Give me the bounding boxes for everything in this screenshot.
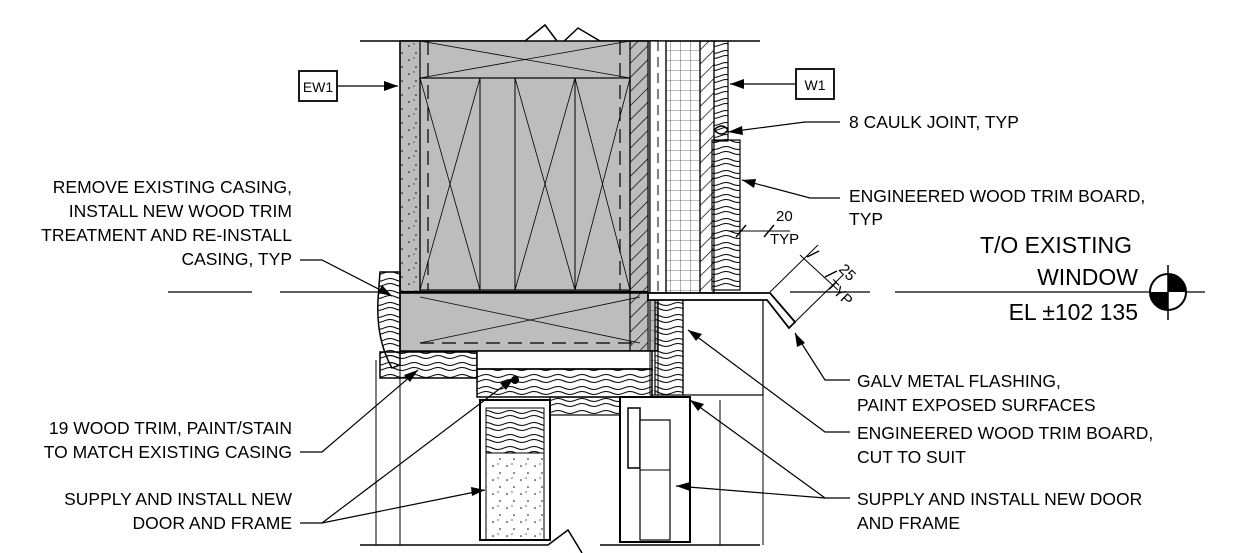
door-and-frame-right <box>619 396 691 543</box>
wall-assembly <box>360 23 760 352</box>
arrowhead-icon <box>730 79 744 89</box>
galv-metal-flashing <box>647 292 797 330</box>
label-flashing-2: PAINT EXPOSED SURFACES <box>857 395 1096 415</box>
dimension-20 <box>728 224 790 238</box>
label-trim-top-1: ENGINEERED WOOD TRIM BOARD, <box>849 186 1145 206</box>
exterior-trim-lower <box>649 292 764 396</box>
leader-caulk <box>727 121 840 135</box>
leader-trim-cut <box>687 329 850 433</box>
label-door-left-2: DOOR AND FRAME <box>133 513 292 533</box>
leader-flashing <box>794 332 850 381</box>
elevation-line-2: WINDOW <box>1037 264 1138 290</box>
bottom-break-line <box>360 528 760 553</box>
leader-door-right <box>675 399 850 499</box>
dim-20-value: 20 <box>776 208 793 225</box>
label-door-right-1: SUPPLY AND INSTALL NEW DOOR <box>857 489 1142 509</box>
label-door-left-1: SUPPLY AND INSTALL NEW <box>64 489 292 509</box>
leader-door-left <box>300 377 515 524</box>
label-trim-top-2: TYP <box>849 209 883 229</box>
section-tag-w1[interactable]: W1 <box>795 68 835 100</box>
label-door-right-2: AND FRAME <box>857 513 960 533</box>
elevation-line-1: T/O EXISTING <box>980 232 1132 258</box>
label-remove-casing-3: TREATMENT AND RE-INSTALL <box>41 225 292 245</box>
section-tag-ew1-label: EW1 <box>303 79 334 95</box>
section-tag-w1-label: W1 <box>805 77 826 93</box>
label-flashing-1: GALV METAL FLASHING, <box>857 371 1061 391</box>
dimension-25 <box>769 244 844 323</box>
arrowhead-icon <box>384 81 398 91</box>
label-caulk-joint: 8 CAULK JOINT, TYP <box>849 112 1019 132</box>
leader-trim-top <box>741 179 840 199</box>
label-remove-casing-2: INSTALL NEW WOOD TRIM <box>69 201 292 221</box>
section-tag-ew1[interactable]: EW1 <box>298 70 338 102</box>
label-trim-cut-2: CUT TO SUIT <box>857 447 966 467</box>
dim-20-typ: TYP <box>770 231 799 248</box>
elevation-line-3: EL ±102 135 <box>1009 299 1138 325</box>
leader-wood-trim <box>300 369 419 453</box>
door-and-frame-left <box>479 399 551 541</box>
leader-remove-casing <box>300 259 393 297</box>
dim-25-typ: TYP <box>823 277 856 310</box>
label-remove-casing-1: REMOVE EXISTING CASING, <box>53 177 292 197</box>
label-trim-cut-1: ENGINEERED WOOD TRIM BOARD, <box>857 423 1153 443</box>
label-wood-trim-2: TO MATCH EXISTING CASING <box>44 442 292 462</box>
elevation-marker-icon <box>1149 265 1187 320</box>
label-wood-trim-1: 19 WOOD TRIM, PAINT/STAIN <box>49 418 292 438</box>
label-remove-casing-4: CASING, TYP <box>181 249 292 269</box>
